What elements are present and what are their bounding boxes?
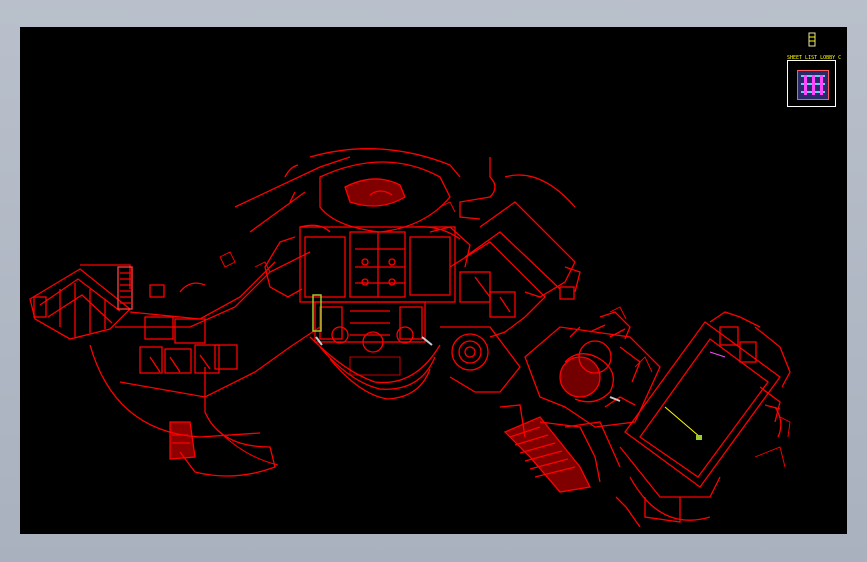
stair-core: [524, 311, 661, 428]
sheet-thumbnail-icon[interactable]: [787, 60, 836, 107]
west-wing: [29, 264, 261, 438]
north-arrow-icon: [807, 32, 817, 48]
west-corridor: [115, 251, 321, 477]
cad-drawing-canvas[interactable]: SHEET LIST LOBBY C: [20, 27, 847, 534]
sheet-title: SHEET LIST LOBBY C: [787, 55, 842, 61]
southeast-fan: [499, 404, 621, 493]
thumbnail-preview: [797, 70, 829, 100]
east-wing-ballroom: [615, 311, 791, 528]
floor-plan: [29, 148, 791, 528]
central-lobby: [264, 224, 471, 400]
fixture-details: [219, 201, 791, 468]
east-corridor: [440, 201, 581, 393]
entry-drive: [234, 148, 576, 233]
